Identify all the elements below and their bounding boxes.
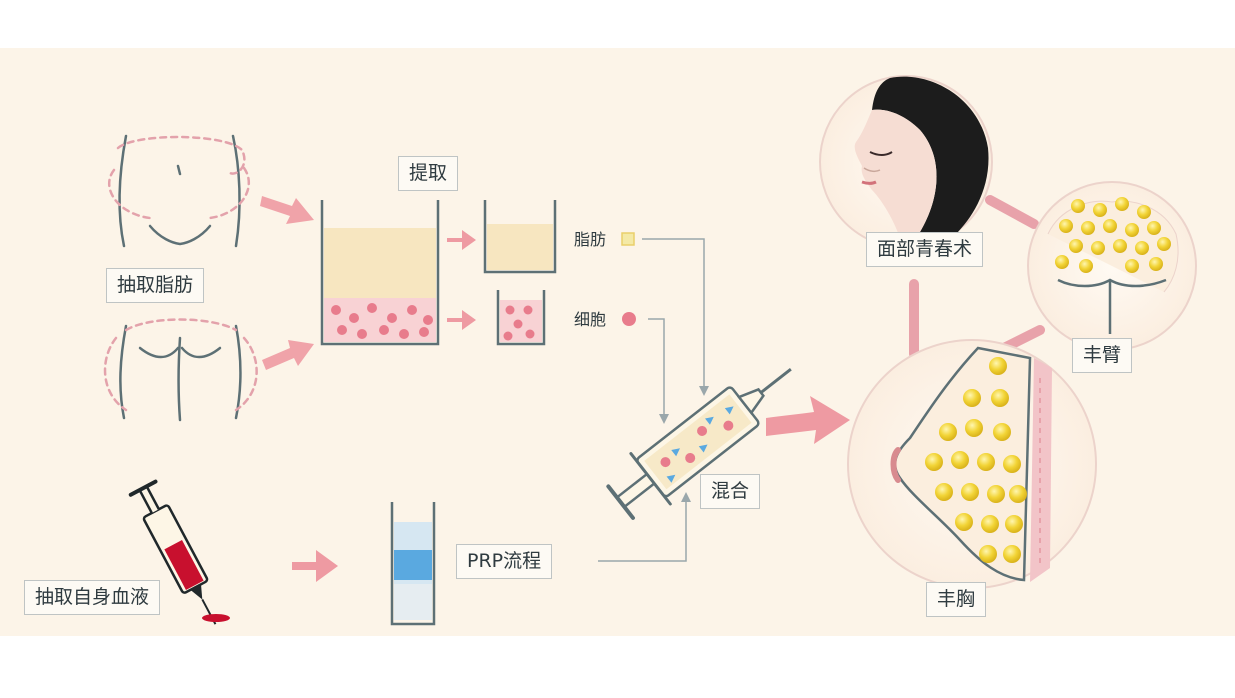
large-beaker — [320, 200, 440, 346]
mixing-syringe — [606, 368, 792, 520]
cell-beaker — [496, 290, 546, 346]
face-rejuvenation-label: 面部青春术 — [866, 232, 984, 267]
mix-label: 混合 — [700, 474, 761, 509]
flow-arrows — [260, 196, 850, 582]
arm-augmentation-label: 丰臂 — [1072, 338, 1133, 373]
cell-swatch — [622, 312, 636, 326]
connector-lines — [598, 238, 705, 562]
prp-tube — [390, 502, 436, 626]
prp-process-label: PRP流程 — [456, 544, 553, 579]
extract-fat-label: 抽取脂肪 — [106, 268, 205, 303]
breast-circle — [847, 339, 1097, 589]
fat-swatch — [621, 232, 635, 246]
buttocks-illustration — [103, 318, 258, 422]
blood-drop — [202, 614, 230, 622]
breast-augmentation-label: 丰胸 — [926, 582, 987, 617]
fat-beaker — [483, 200, 557, 274]
diagram-panel: 抽取脂肪 提取 脂肪 细胞 抽取自身血液 PRP流程 混合 面部青春术 丰臂 丰… — [0, 48, 1235, 636]
face-circle — [819, 75, 993, 249]
fat-label: 脂肪 — [574, 230, 607, 249]
cells-label: 细胞 — [574, 310, 607, 329]
extraction-label: 提取 — [398, 156, 459, 191]
abdomen-illustration — [108, 134, 250, 248]
draw-blood-label: 抽取自身血液 — [24, 580, 161, 615]
blood-syringe — [128, 479, 217, 625]
arm-circle — [1027, 181, 1197, 351]
